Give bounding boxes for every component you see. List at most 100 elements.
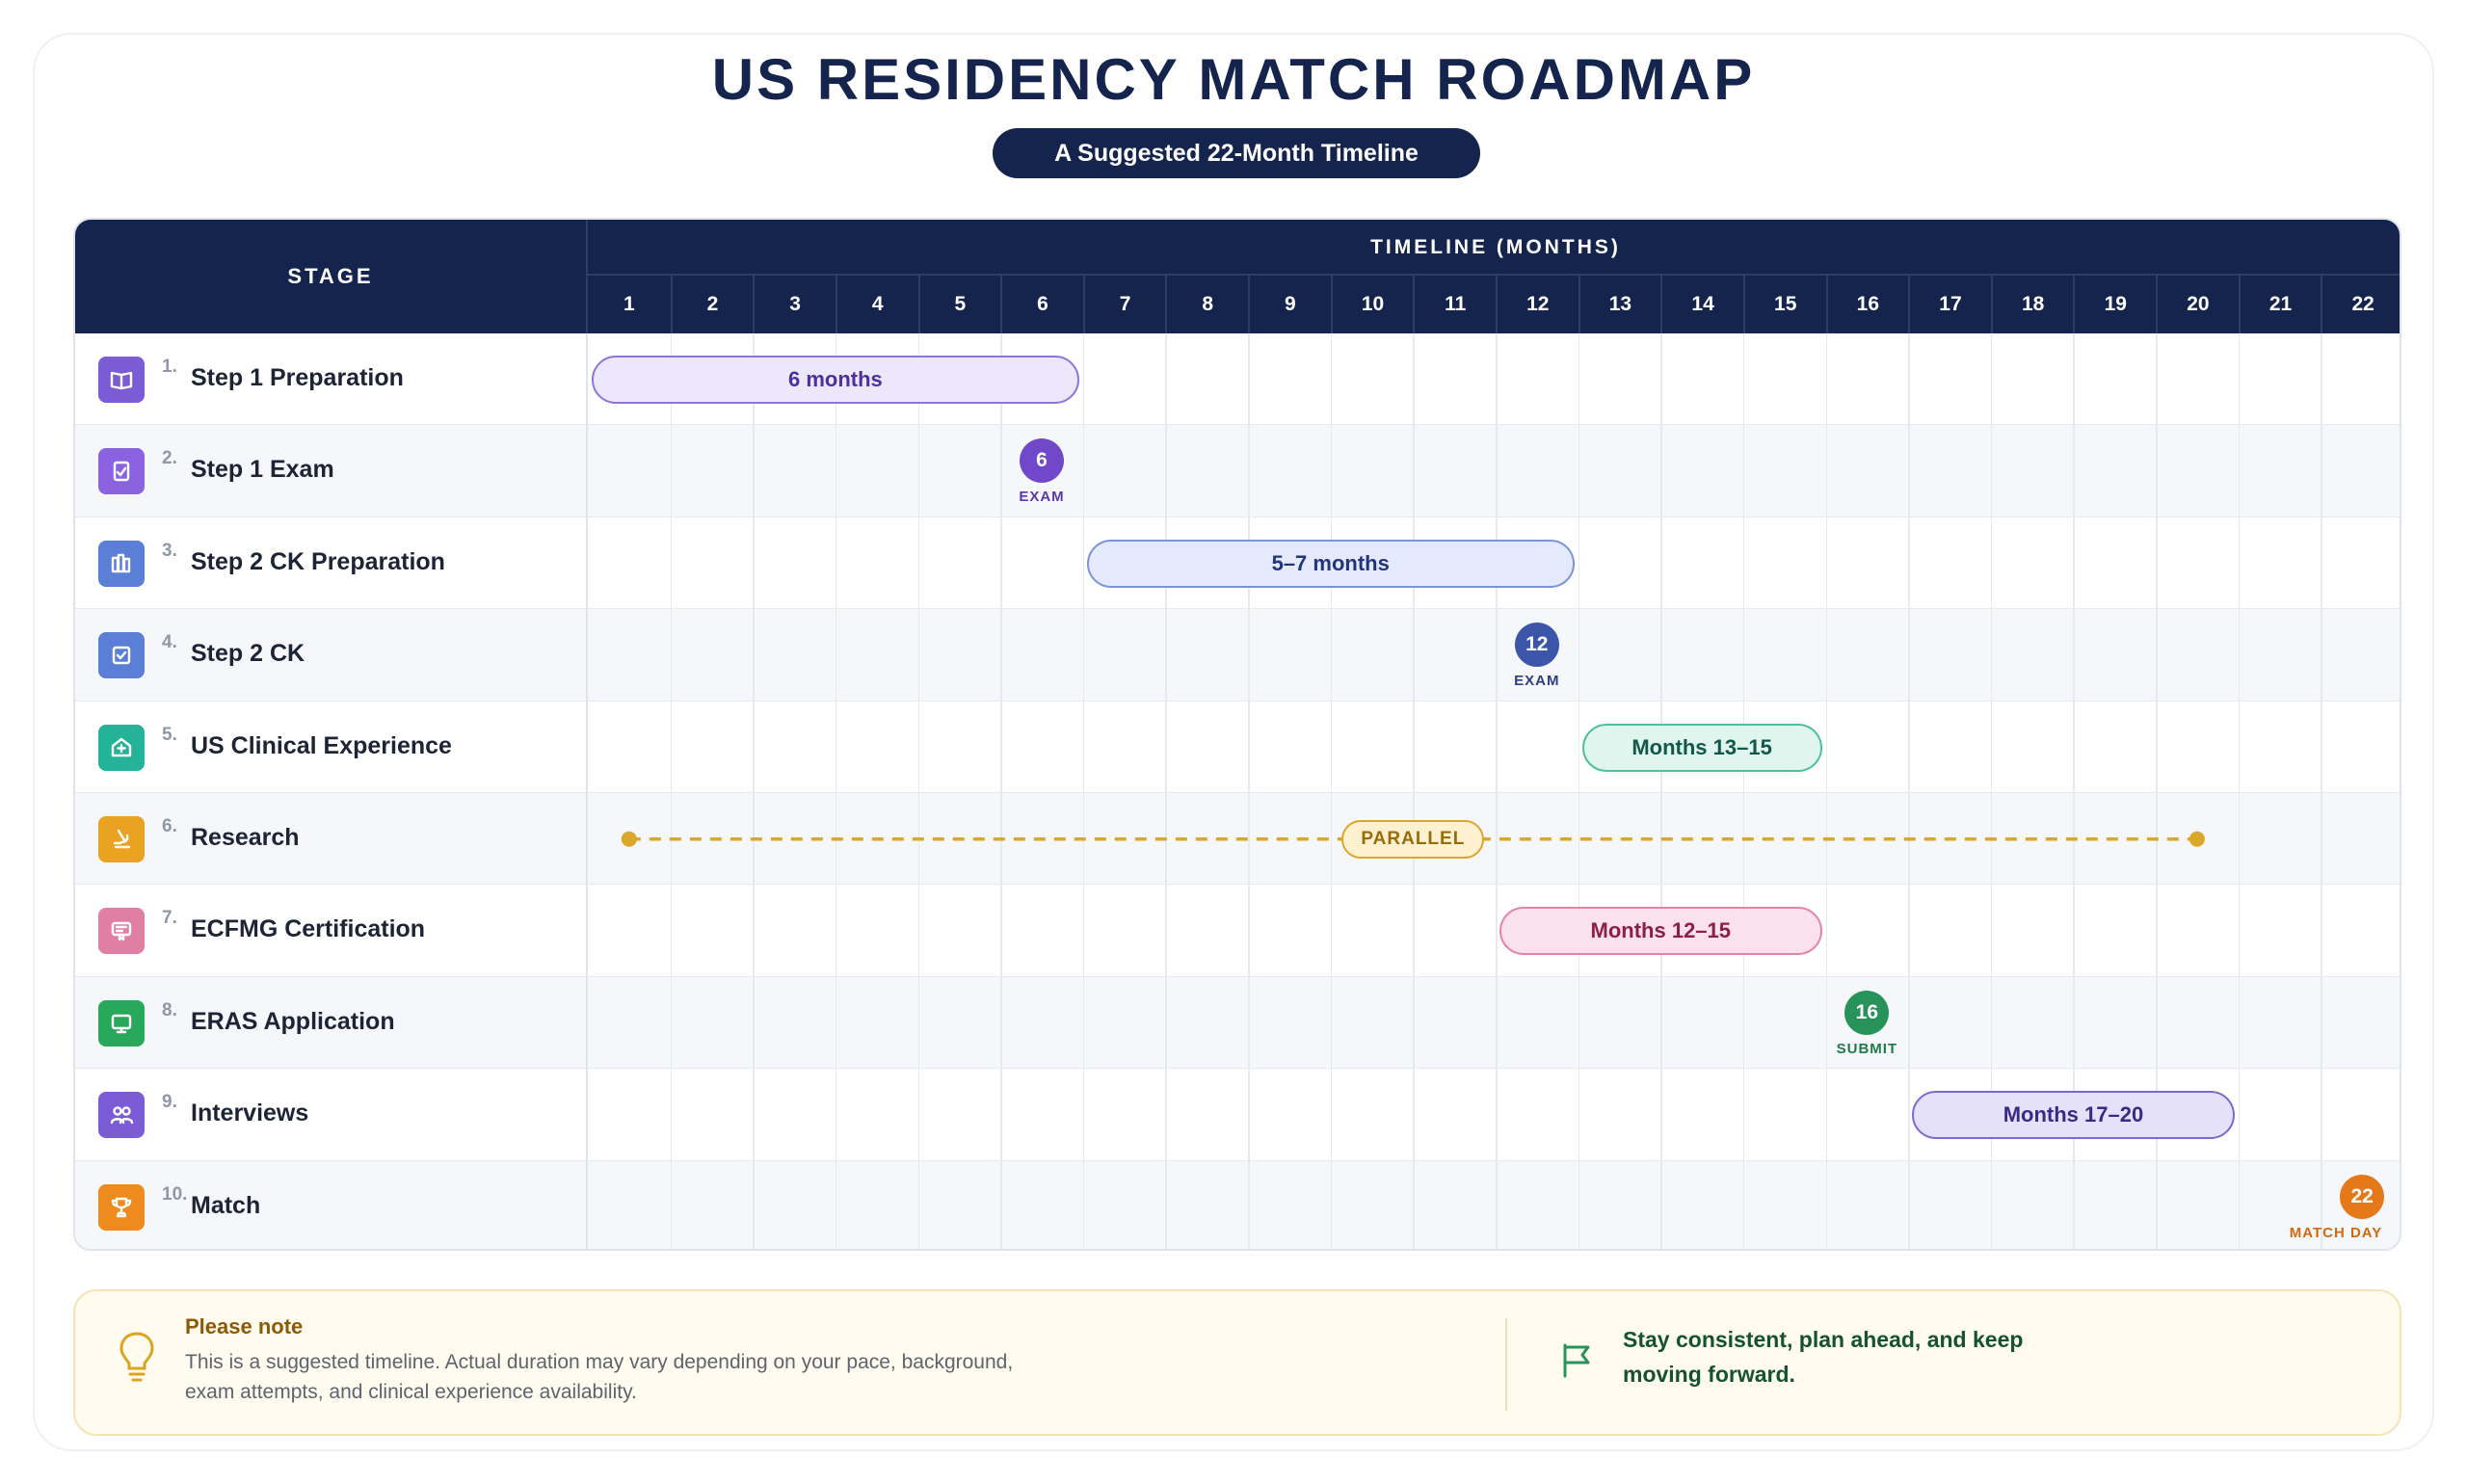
stage-row: 8.ERAS Application xyxy=(75,976,2400,1070)
stage-row: 3. Step 2 CK Preparation xyxy=(75,517,2400,610)
grid-line xyxy=(753,333,755,1249)
grid-line xyxy=(1000,333,1002,1249)
subtitle-badge: A Suggested 22-Month Timeline xyxy=(993,128,1480,178)
grid-line xyxy=(917,333,920,1249)
timeline-column-header: TIMELINE (MONTHS) xyxy=(588,220,2400,276)
month-header-15: 15 xyxy=(1742,276,1826,333)
month-header-16: 16 xyxy=(1825,276,1909,333)
timeline-bar: Months 12–15 xyxy=(1499,907,1822,956)
stage-number: 9. xyxy=(162,1092,177,1113)
parallel-start-dot xyxy=(621,831,637,847)
grid-line xyxy=(2156,333,2158,1249)
month-header-20: 20 xyxy=(2156,276,2239,333)
stage-name: Research xyxy=(191,824,300,851)
monitor-icon xyxy=(98,999,145,1047)
books-icon xyxy=(98,540,145,587)
stage-cell: 2. Step 1 Exam xyxy=(75,425,588,517)
month-header-4: 4 xyxy=(835,276,918,333)
month-header-1: 1 xyxy=(623,293,635,315)
parallel-end-dot xyxy=(2188,831,2205,847)
month-header-22: 22 xyxy=(2321,276,2400,333)
stage-name: Step 1 Preparation xyxy=(191,364,404,391)
grid-line xyxy=(2238,333,2241,1249)
stage-name: Match xyxy=(191,1191,261,1219)
microscope-icon xyxy=(98,816,145,862)
stage-cell: 5.US Clinical Experience xyxy=(75,701,588,793)
stage-name: Step 1 Exam xyxy=(191,456,334,484)
stage-column-header: STAGE xyxy=(75,220,588,333)
grid-line xyxy=(835,333,837,1249)
stage-number: 7. xyxy=(162,908,177,929)
lightbulb-icon xyxy=(118,1330,156,1389)
stage-cell: 4.Step 2 CK xyxy=(75,609,588,702)
stage-name: ERAS Application xyxy=(191,1007,395,1035)
month-header-5: 5 xyxy=(917,276,1001,333)
milestone-caption: MATCH DAY xyxy=(2289,1224,2383,1241)
stage-number: 2. xyxy=(162,448,177,469)
month-header-10: 10 xyxy=(1330,276,1414,333)
grid-line xyxy=(1660,333,1662,1249)
timeline-bar: Months 13–15 xyxy=(1581,723,1822,772)
stage-cell: 8.ERAS Application xyxy=(75,976,588,1070)
certificate-icon xyxy=(98,908,145,955)
stage-name: ECFMG Certification xyxy=(191,915,426,943)
stage-number: 3. xyxy=(162,540,177,561)
stage-row: 2. Step 1 Exam xyxy=(75,425,2400,517)
flag-icon xyxy=(1559,1341,1594,1385)
month-header-12: 12 xyxy=(1496,276,1578,333)
stage-cell: 6.Research xyxy=(75,793,588,886)
month-header-11: 11 xyxy=(1413,276,1496,333)
stage-cell: 10.Match xyxy=(75,1160,588,1249)
stage-name: Step 2 CK Preparation xyxy=(191,547,445,575)
month-header-13: 13 xyxy=(1578,276,1661,333)
checklist-icon xyxy=(98,632,145,679)
month-header-8: 8 xyxy=(1165,276,1248,333)
grid-line xyxy=(1578,333,1580,1249)
grid-line xyxy=(1990,333,1993,1249)
grid-line xyxy=(1165,333,1167,1249)
milestone-caption: SUBMIT xyxy=(1836,1040,1898,1057)
grid-line xyxy=(670,333,673,1249)
month-header-9: 9 xyxy=(1248,276,1331,333)
note-box: Please note This is a suggested timeline… xyxy=(73,1289,2401,1436)
trophy-icon xyxy=(98,1183,145,1231)
parallel-label: PARALLEL xyxy=(1341,819,1485,859)
stage-row: 1. Step 1 Preparation xyxy=(75,333,2400,426)
milestone-marker: 12 xyxy=(1514,623,1559,668)
book-icon xyxy=(98,357,145,403)
note-motto: Stay consistent, plan ahead, and keep mo… xyxy=(1623,1327,2024,1387)
stage-cell: 9.Interviews xyxy=(75,1069,588,1161)
stage-row: 5.US Clinical Experience xyxy=(75,701,2400,793)
parallel-track xyxy=(621,831,2205,847)
grid-line xyxy=(1825,333,1828,1249)
stage-number: 1. xyxy=(162,357,177,377)
grid-line xyxy=(2073,333,2075,1249)
timeline-bar: 5–7 months xyxy=(1086,539,1575,588)
note-text: This is a suggested timeline. Actual dur… xyxy=(185,1351,1014,1403)
month-header-2: 2 xyxy=(670,276,754,333)
stage-cell: 7. ECFMG Certification xyxy=(75,885,588,977)
month-header-6: 6 xyxy=(1000,276,1083,333)
grid-line xyxy=(2321,333,2322,1249)
milestone-marker: 6 xyxy=(1020,438,1064,484)
note-divider xyxy=(1505,1318,1507,1411)
stage-cell: 3. Step 2 CK Preparation xyxy=(75,517,588,610)
grid-line xyxy=(1496,333,1498,1249)
grid-line xyxy=(1908,333,1910,1249)
timeline-bar: Months 17–20 xyxy=(1912,1091,2235,1140)
month-header-18: 18 xyxy=(1990,276,2074,333)
grid-line xyxy=(1413,333,1415,1249)
timeline-bar: 6 months xyxy=(592,356,1079,404)
stage-name: US Clinical Experience xyxy=(191,731,452,759)
month-header-21: 21 xyxy=(2238,276,2321,333)
grid-line xyxy=(1330,333,1333,1249)
milestone-marker: 22 xyxy=(2340,1174,2385,1219)
stage-number: 4. xyxy=(162,632,177,653)
stage-row: 9.Interviews xyxy=(75,1069,2400,1161)
month-header-14: 14 xyxy=(1660,276,1743,333)
milestone-caption: EXAM xyxy=(1019,489,1065,506)
grid-line xyxy=(1082,333,1085,1249)
